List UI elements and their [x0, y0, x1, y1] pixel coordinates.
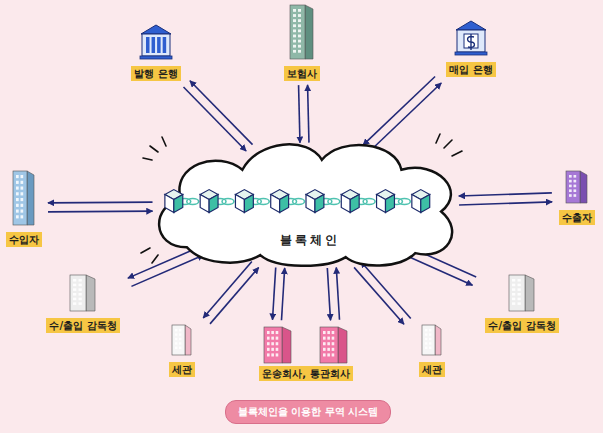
party-label: 수출자 — [559, 210, 595, 225]
arrow-line — [48, 210, 153, 212]
party-node: 세관 — [160, 322, 204, 377]
arrow-line — [336, 267, 339, 319]
double-arrow — [363, 77, 441, 152]
bank-icon — [454, 20, 488, 56]
building-icon — [171, 322, 193, 356]
building-icon — [565, 168, 589, 204]
arrow-line — [281, 268, 284, 320]
arrow-line — [48, 201, 153, 203]
building-icon — [263, 324, 293, 364]
arrow-line — [354, 267, 404, 324]
arrow-line — [363, 77, 435, 146]
arrow-line — [407, 256, 473, 286]
party-label: 세관 — [169, 362, 195, 377]
arrow-line — [299, 85, 300, 143]
building-icon — [421, 322, 443, 356]
building-icon — [289, 2, 315, 60]
arrow-line — [459, 193, 552, 196]
party-label: 수/출입 감독청 — [485, 318, 558, 333]
arrow-line — [273, 267, 276, 319]
double-arrow — [183, 81, 252, 151]
cloud-title: 블록체인 — [280, 232, 340, 249]
party-node: 수/출입 감독청 — [40, 272, 126, 333]
party-node: 운송회사, 통관회사 — [240, 324, 372, 381]
building-icon — [508, 272, 536, 312]
party-node: 세관 — [410, 322, 454, 377]
party-node: 매입 은행 — [440, 20, 502, 77]
arrow-line — [327, 268, 330, 320]
arrow-line — [183, 87, 246, 151]
party-label: 매입 은행 — [446, 62, 495, 77]
arrow-line — [361, 261, 411, 318]
arrow-line — [128, 247, 200, 278]
party-node: 보험사 — [272, 2, 332, 81]
double-arrow — [327, 267, 339, 320]
bank-icon — [139, 24, 173, 60]
double-arrow — [273, 267, 285, 320]
party-node: 수/출입 감독청 — [478, 272, 566, 333]
arrow-line — [131, 255, 203, 286]
party-label: 운송회사, 통관회사 — [259, 366, 352, 381]
party-node: 발행 은행 — [127, 24, 185, 81]
blockchain-cloud: 블록체인 — [147, 136, 465, 270]
double-arrow — [459, 193, 552, 205]
caption-band: 블록체인을 이용한 무역 시스템 — [225, 400, 391, 424]
building-icon — [12, 168, 36, 226]
party-label: 세관 — [419, 362, 445, 377]
party-label: 발행 은행 — [131, 66, 180, 81]
arrow-line — [203, 262, 252, 318]
party-node: 수출자 — [556, 168, 598, 225]
double-arrow — [48, 202, 153, 212]
arrow-line — [369, 83, 441, 152]
arrow-line — [308, 85, 309, 143]
arrow-line — [459, 202, 552, 205]
party-label: 수입자 — [6, 232, 42, 247]
party-label: 보험사 — [284, 66, 320, 81]
double-arrow — [203, 262, 258, 324]
arrow-line — [190, 81, 253, 145]
double-arrow — [354, 261, 411, 324]
arrow-line — [210, 267, 259, 323]
party-label: 수/출입 감독청 — [46, 318, 119, 333]
double-arrow — [299, 85, 309, 143]
building-icon — [319, 324, 349, 364]
party-node: 수입자 — [4, 168, 44, 247]
building-icon — [69, 272, 97, 312]
cloud-shape — [147, 136, 465, 270]
